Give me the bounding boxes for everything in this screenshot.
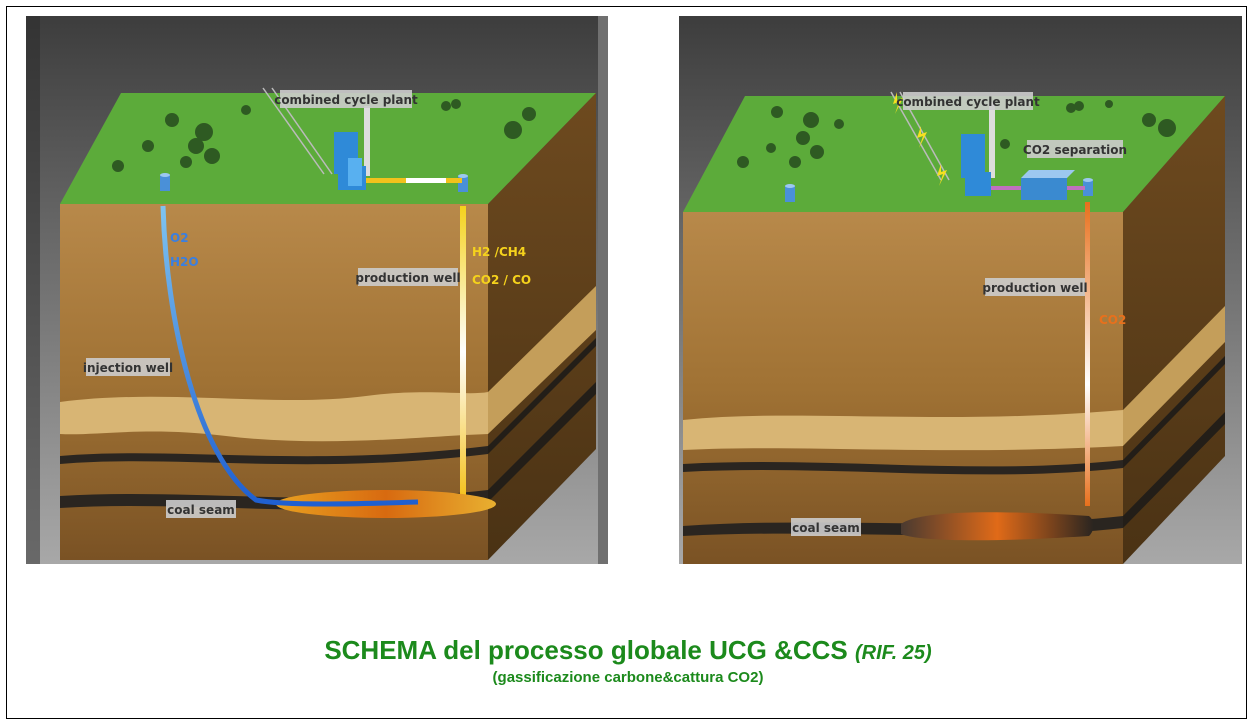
production-well-label: production well xyxy=(355,271,460,285)
caption-title-text: SCHEMA del processo globale UCG &CCS xyxy=(324,635,848,665)
product-gas-co2: CO2 xyxy=(1099,313,1126,327)
injection-well-label: injection well xyxy=(83,361,173,375)
production-well-label-box xyxy=(358,268,458,286)
caption-reference: (RIF. 25) xyxy=(855,642,932,664)
coal-seam-label: coal seam xyxy=(167,503,235,517)
injection-well-label-box xyxy=(86,358,170,376)
injection-gas-h2o: H2O xyxy=(170,255,199,269)
product-gas-co2-co: CO2 / CO xyxy=(472,273,531,287)
plant-label-right: combined cycle plant xyxy=(896,95,1040,109)
plant-label-box xyxy=(280,90,412,108)
plant-label: combined cycle plant xyxy=(274,93,418,107)
ccs-diagram-right: combined cycle plant CO2 separation prod… xyxy=(679,16,1242,564)
caption-title: SCHEMA del processo globale UCG &CCS (RI… xyxy=(0,635,1256,666)
separation-label-box xyxy=(1027,140,1123,158)
coal-seam-label-right: coal seam xyxy=(792,521,860,535)
coal-seam-label-box xyxy=(166,500,236,518)
plant-label-box-right xyxy=(903,92,1033,110)
production-well-label-box-right xyxy=(985,278,1085,296)
caption-subtitle: (gassificazione carbone&cattura CO2) xyxy=(492,669,764,686)
injection-gas-o2: O2 xyxy=(170,231,189,245)
coal-seam-label-box-right xyxy=(791,518,861,536)
production-well-label-right: production well xyxy=(982,281,1087,295)
ucg-diagram-left: combined cycle plant O2 H2O production w… xyxy=(26,16,608,564)
product-gas-h2-ch4: H2 /CH4 xyxy=(472,245,526,259)
page-frame xyxy=(6,6,1247,719)
separation-label: CO2 separation xyxy=(1023,143,1127,157)
